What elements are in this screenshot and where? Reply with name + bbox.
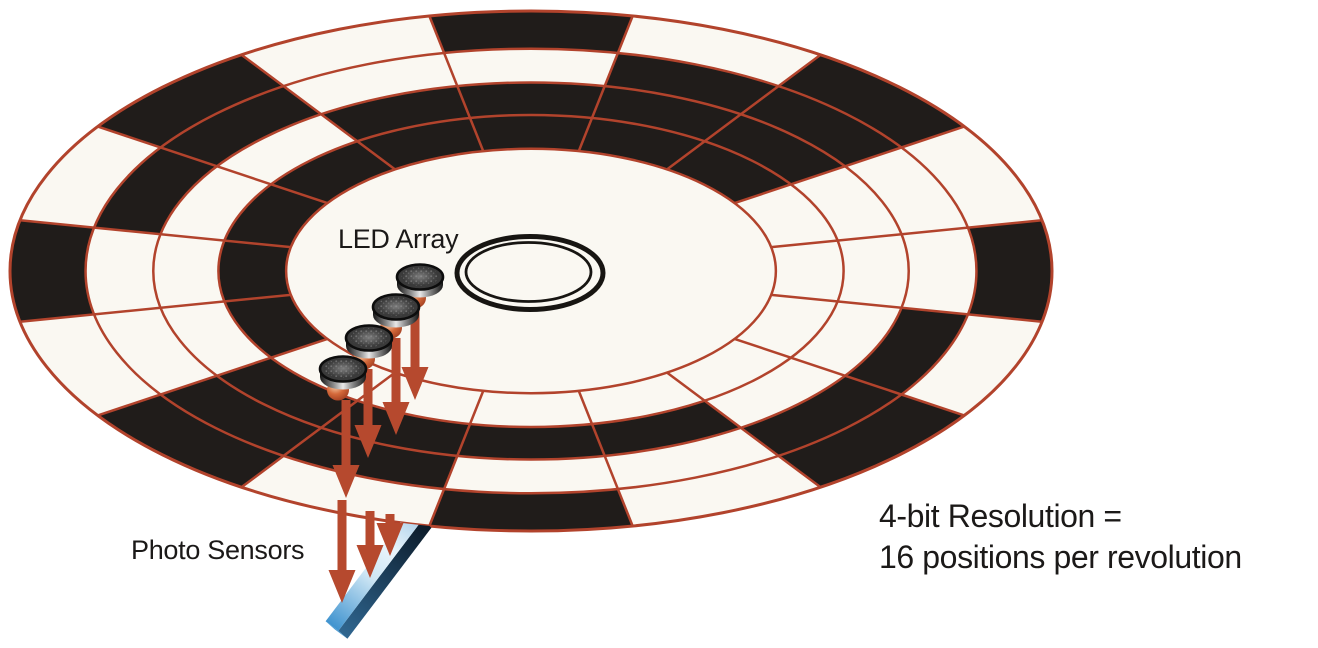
sensor-bar-end-cap [325,621,348,639]
resolution-caption-line1: 4-bit Resolution = [879,498,1122,534]
sensor-bar-side-face [338,519,432,639]
track-lsb-outer-black-segment [429,11,633,53]
sector-boundary-line [19,293,291,323]
ring-boundary-ellipse [284,147,778,395]
ring-boundary-ellipse [152,81,910,461]
resolution-caption: 4-bit Resolution = 16 positions per revo… [879,496,1242,578]
led-top-speckle [377,297,415,316]
led-beam-arrow-1 [401,308,429,400]
track-lsb-outer-black-segment [97,54,284,148]
track-lsb-outer-black-segment [778,394,965,488]
led-array-label: LED Array [338,224,459,254]
sector-boundary-line [734,125,965,205]
encoder-disk [8,9,1054,533]
track-lsb-outer-black-segment [967,220,1052,322]
sensor-beam-arrow-2 [356,511,384,578]
disk-grid-lines [8,9,1054,533]
sector-boundary-line [666,53,822,171]
led-array [318,263,445,401]
sector-boundary-line [97,337,328,417]
sector-boundary-line [771,293,1043,323]
track-lsb-outer-black-segment [429,489,633,531]
sector-boundary-line [19,219,291,249]
led-3 [344,324,394,370]
ring-boundary-ellipse [8,9,1054,533]
track-lsb-outer-black-segment [778,54,965,148]
led-top-speckle [324,359,362,378]
led-beam-arrow-4 [332,400,360,498]
photo-sensors-label: Photo Sensors [131,535,305,565]
light-beam-arrows [328,308,429,603]
sector-boundary-line [734,337,965,417]
track-2-black-segment [321,82,846,185]
led-top-speckle [350,328,388,347]
photo-sensor-bar [325,510,432,639]
sensor-beam-arrow-3 [376,514,404,556]
track-3-black-segment [740,307,968,456]
sector-boundary-line [666,371,822,489]
sensor-bar-top-face [325,510,423,631]
hub-hole-inner-ring [464,241,593,303]
track-3-black-segment [160,375,458,490]
ring-boundary-ellipse [84,47,978,495]
sector-boundary-line [240,53,396,171]
track-lsb-outer-black-segment [97,394,284,488]
led-1 [395,263,445,309]
resolution-caption-line2: 16 positions per revolution [879,539,1242,575]
sector-boundary-line [97,125,328,205]
ring-boundary-ellipse [217,113,845,429]
track-msb-inner-black-segment [218,114,791,358]
sensor-beam-arrow-1 [328,500,356,603]
sector-boundary-line [428,15,485,152]
led-top-speckle [401,267,439,286]
led-beam-arrow-2 [382,338,410,435]
led-4 [318,355,368,401]
led-beam-arrow-3 [354,369,382,458]
hub-hole-outer-ring [454,234,606,312]
track-3-black-segment [94,86,322,235]
sector-boundary-line [577,390,634,527]
track-3-black-segment [604,52,902,167]
track-lsb-outer-black-segment [10,220,95,322]
sector-boundary-line [771,219,1043,249]
sector-boundary-line [428,390,485,527]
sector-boundary-line [577,15,634,152]
